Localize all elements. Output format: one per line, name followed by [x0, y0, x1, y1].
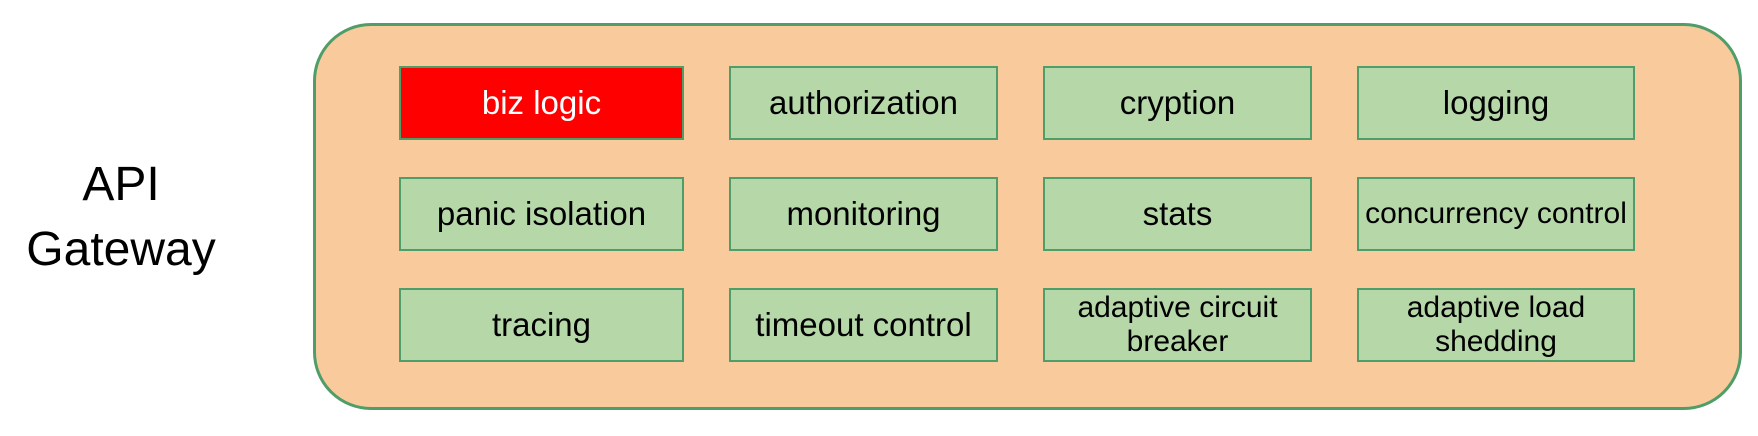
api-gateway-label: API Gateway: [26, 158, 216, 276]
feature-grid: biz logic authorization cryption logging…: [399, 66, 1635, 362]
box-panic-isolation: panic isolation: [399, 177, 684, 251]
box-authorization: authorization: [729, 66, 998, 140]
box-concurrency-control: concurrency control: [1357, 177, 1635, 251]
box-adaptive-circuit-breaker: adaptive circuit breaker: [1043, 288, 1312, 362]
box-adaptive-load-shedding: adaptive load shedding: [1357, 288, 1635, 362]
box-logging: logging: [1357, 66, 1635, 140]
box-cryption: cryption: [1043, 66, 1312, 140]
api-gateway-container: biz logic authorization cryption logging…: [313, 23, 1742, 410]
box-biz-logic: biz logic: [399, 66, 684, 140]
box-timeout-control: timeout control: [729, 288, 998, 362]
box-tracing: tracing: [399, 288, 684, 362]
box-monitoring: monitoring: [729, 177, 998, 251]
box-stats: stats: [1043, 177, 1312, 251]
